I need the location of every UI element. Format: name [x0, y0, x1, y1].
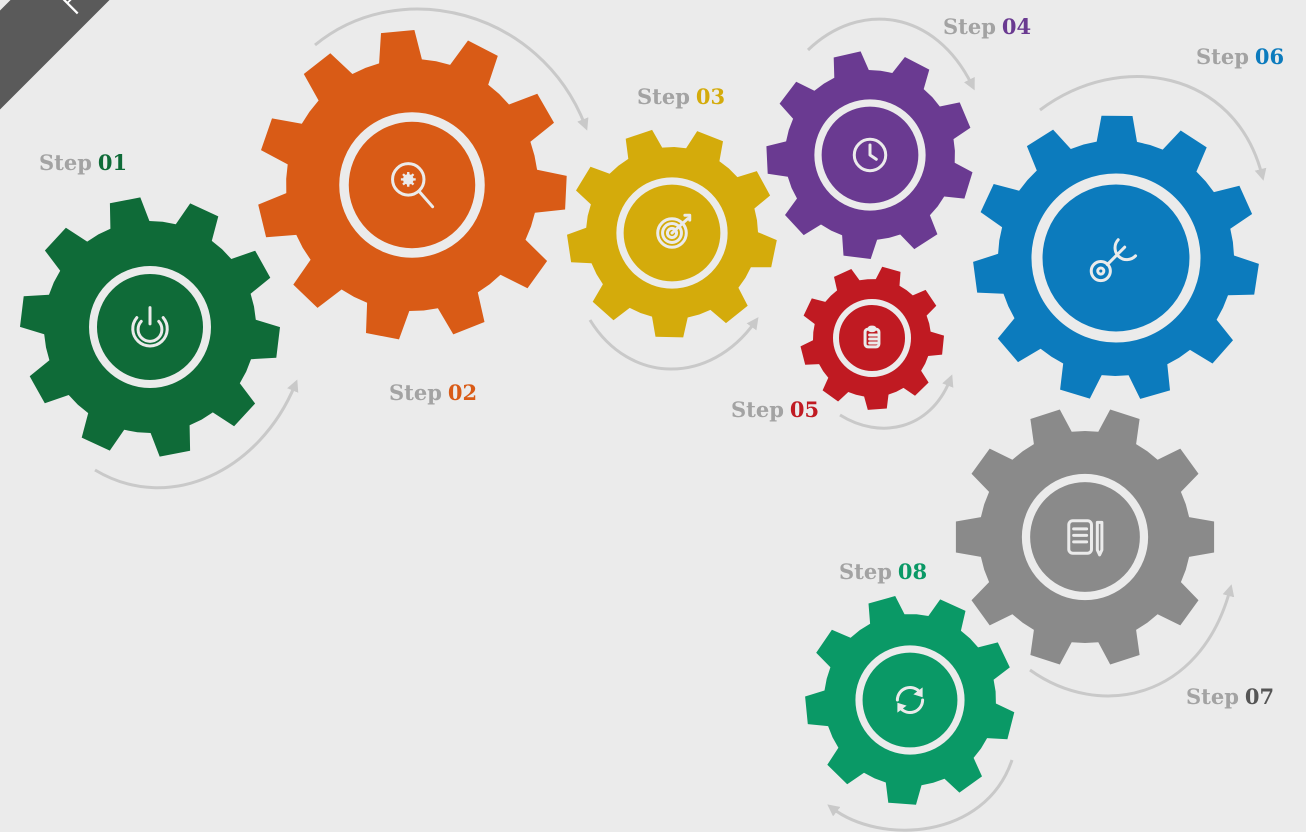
cycle-arrow-4: [806, 17, 975, 91]
gear-ring: [1021, 473, 1149, 601]
gear-ring: [855, 645, 965, 755]
gear-body: [20, 197, 280, 457]
step-number: 06: [1254, 44, 1285, 69]
clipboard-icon: [863, 325, 881, 349]
step-word: Step: [39, 150, 92, 175]
document-pencil-icon: [1067, 519, 1104, 557]
gear-ring: [1031, 173, 1201, 343]
cycle-arrow-1: [94, 379, 299, 490]
gear-step-02: [258, 30, 567, 340]
wrench-icon: [1089, 238, 1138, 283]
step-number: 03: [695, 84, 726, 109]
step-number: 02: [447, 380, 478, 405]
cycle-arrow-8: [827, 759, 1014, 832]
step-word: Step: [1186, 684, 1239, 709]
gear-body: [955, 409, 1215, 665]
step-number: 01: [97, 150, 128, 175]
gear-ring: [339, 112, 485, 258]
gear-ring: [814, 99, 926, 211]
step-word: Step: [731, 397, 784, 422]
gear-step-08: [805, 596, 1015, 805]
step-word: Step: [389, 380, 442, 405]
step-number: 05: [789, 397, 820, 422]
gear-ring: [833, 299, 911, 377]
refresh-icon: [895, 685, 925, 715]
search-gear-icon: [391, 162, 435, 209]
cycle-arrow-3: [588, 317, 759, 371]
gear-ring: [616, 177, 728, 289]
step-word: Step: [943, 14, 996, 39]
step-word: Step: [637, 84, 690, 109]
gear-step-03: [567, 129, 777, 338]
gear-step-07: [955, 409, 1215, 665]
cycle-arrow-5: [839, 374, 954, 430]
gear-ring: [89, 266, 211, 388]
step-number: 07: [1244, 684, 1275, 709]
gear-step-06: [973, 115, 1259, 399]
clock-icon: [852, 137, 888, 173]
cycle-arrow-7: [1029, 584, 1235, 698]
gear-step-05: [800, 266, 944, 410]
cycle-arrow-2: [314, 7, 589, 131]
target-icon: [656, 213, 692, 249]
step-number: 04: [1001, 14, 1032, 39]
gear-step-04: [766, 51, 973, 260]
cycle-arrow-6: [1039, 75, 1267, 181]
step-word: Step: [1196, 44, 1249, 69]
gear-step-01: [20, 197, 280, 457]
step-word: Step: [839, 559, 892, 584]
power-icon: [131, 306, 169, 348]
gear-body: [805, 596, 1015, 805]
step-number: 08: [897, 559, 928, 584]
